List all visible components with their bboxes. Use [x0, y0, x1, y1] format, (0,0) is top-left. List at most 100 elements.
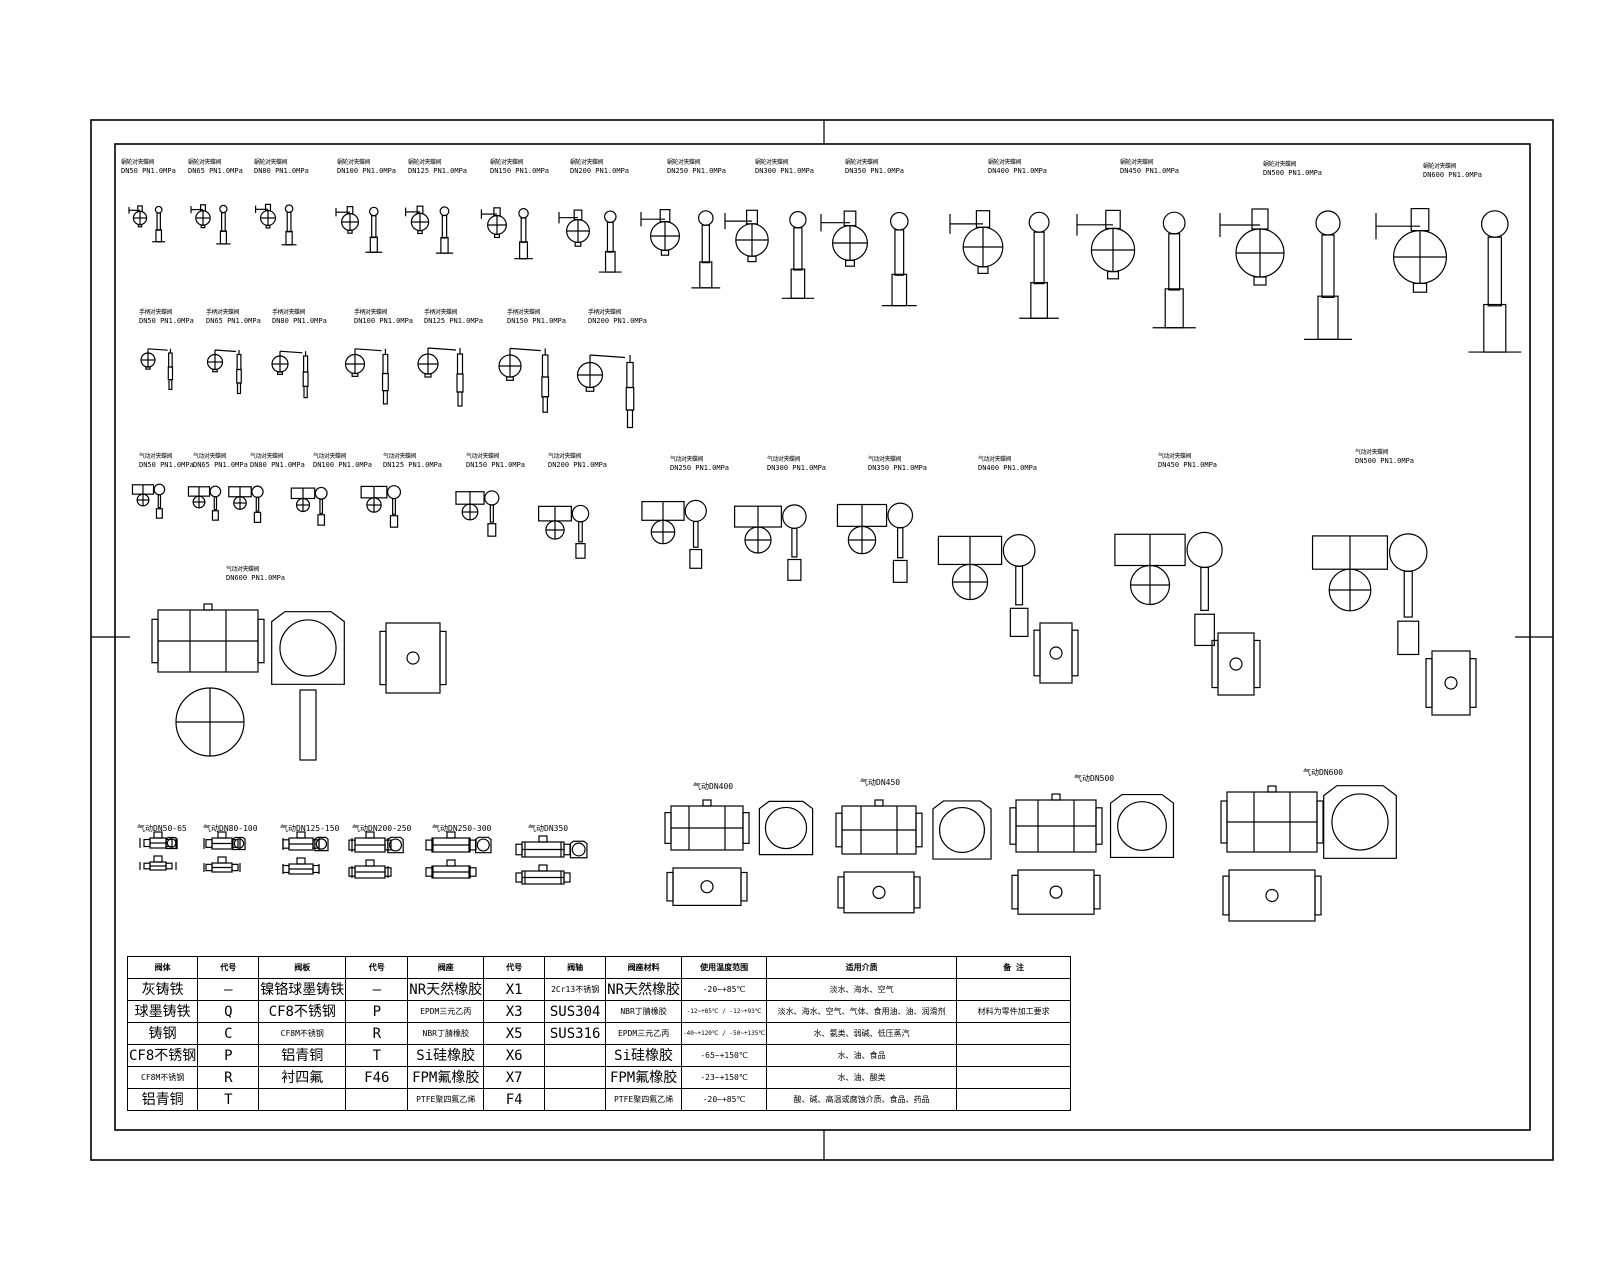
neck: [381, 372, 389, 392]
end-cap: [1253, 639, 1261, 689]
table-cell: 材料为零件加工要求: [956, 1000, 1072, 1023]
table-cell: P: [345, 1000, 409, 1023]
label-name: 手柄对夹蝶阀: [424, 309, 458, 316]
label-name: 蜗轮对夹蝶阀: [408, 159, 442, 166]
label-name: 气动对夹蝶阀: [1355, 449, 1389, 456]
shaft-top: [1051, 793, 1061, 801]
label-name: 气动对夹蝶阀: [978, 456, 1012, 463]
end-cap: [1033, 629, 1041, 677]
material-table-body: 阀体代号阀板代号阀座代号阀轴阀座材料使用温度范围适用介质备 注灰铸铁—镍铬球墨铸…: [126, 956, 1072, 1111]
actuator-side: [251, 485, 264, 498]
table-cell: 衬四氟: [258, 1066, 347, 1089]
base: [891, 273, 908, 307]
shaft: [1033, 231, 1045, 285]
table-cell: 球墨铸铁: [126, 1000, 199, 1023]
neck: [302, 371, 309, 387]
base: [155, 229, 163, 243]
stem: [506, 376, 514, 381]
bottom-view: [1397, 620, 1420, 656]
table-cell: 2Cr13不锈钢: [544, 978, 607, 1001]
shaft: [392, 497, 396, 515]
header-cell: 阀座材料: [605, 956, 683, 979]
shaft-top: [203, 603, 213, 611]
label-spec: DN125 PN1.0MPa: [424, 317, 484, 325]
gearbox: [975, 210, 991, 228]
end-cap: [205, 863, 213, 872]
shaft: [303, 355, 309, 373]
table-cell: 淡水、海水、空气、气体、食用油、油、润滑剂: [766, 1000, 958, 1023]
label-spec: DN50 PN1.0MPa: [121, 167, 176, 175]
end-cap: [1469, 658, 1477, 708]
label-name: 气动对夹蝶阀: [466, 453, 500, 460]
end-cap: [740, 871, 748, 902]
shaft: [578, 521, 583, 543]
actuator-label: 气动DN125-150: [280, 824, 340, 833]
stem: [200, 224, 206, 229]
label-name: 气动对夹蝶阀: [139, 453, 173, 460]
label-name: 蜗轮对夹蝶阀: [988, 159, 1022, 166]
label-spec: DN600 PN1.0MPa: [226, 574, 286, 582]
bottom-view: [1194, 613, 1215, 647]
shaft: [286, 211, 292, 233]
shaft-top: [446, 831, 456, 839]
label-spec: DN50 PN1.0MPa: [139, 461, 194, 469]
shaft-top: [153, 831, 163, 839]
end-cap: [913, 876, 921, 909]
label-name: 手柄对夹蝶阀: [354, 309, 388, 316]
end-cap: [143, 838, 151, 848]
shaft: [299, 689, 317, 761]
outer-frame: [90, 119, 1554, 1161]
header-cell: 适用介质: [766, 956, 958, 979]
handwheel: [1028, 211, 1050, 233]
handwheel: [889, 211, 909, 231]
actuator-side: [1388, 533, 1428, 572]
label-spec: DN200 PN1.0MPa: [548, 461, 608, 469]
gearbox: [1251, 208, 1269, 230]
table-cell: 灰铸铁: [126, 978, 199, 1001]
table-cell: 水、油、酸类: [766, 1066, 958, 1089]
label-spec: DN450 PN1.0MPa: [1158, 461, 1218, 469]
label-name: 气动对夹蝶阀: [548, 453, 582, 460]
label-spec: DN150 PN1.0MPa: [490, 167, 550, 175]
table-header: 阀体代号阀板代号阀座代号阀轴阀座材料使用温度范围适用介质备 注: [126, 956, 1072, 979]
stem: [845, 259, 855, 267]
shaft-top: [538, 835, 548, 843]
label-spec: DN200 PN1.0MPa: [588, 317, 648, 325]
pin: [542, 396, 549, 413]
table-cell: [956, 1044, 1072, 1067]
handwheel: [439, 206, 450, 217]
shaft-hole: [406, 651, 420, 665]
label-spec: DN80 PN1.0MPa: [250, 461, 305, 469]
table-cell: 铝青铜: [126, 1088, 199, 1111]
shaft-hole: [1265, 888, 1279, 903]
actuator-bore: [388, 838, 403, 852]
label-spec: DN200 PN1.0MPa: [570, 167, 630, 175]
actuator-side: [782, 504, 807, 529]
actuator-side-body: [314, 836, 329, 852]
end-cap: [1220, 800, 1228, 844]
actuator-bore: [315, 838, 328, 850]
actuator-side: [1186, 531, 1223, 569]
end-cap: [257, 618, 265, 664]
label-name: 气动对夹蝶阀: [250, 453, 284, 460]
end-cap: [515, 872, 523, 883]
shaft: [441, 214, 448, 239]
shaft-top: [153, 855, 163, 863]
label-name: 蜗轮对夹蝶阀: [337, 159, 371, 166]
table-cell: -40~+120℃ / -50~+135℃: [681, 1022, 768, 1045]
end-cap: [282, 864, 290, 874]
end-cap: [1211, 639, 1219, 689]
label-spec: DN65 PN1.0MPa: [188, 167, 243, 175]
handwheel: [603, 210, 617, 224]
table-cell: T: [345, 1044, 409, 1067]
label-name: 手柄对夹蝶阀: [507, 309, 541, 316]
table-cell: -65~+150℃: [681, 1044, 768, 1067]
